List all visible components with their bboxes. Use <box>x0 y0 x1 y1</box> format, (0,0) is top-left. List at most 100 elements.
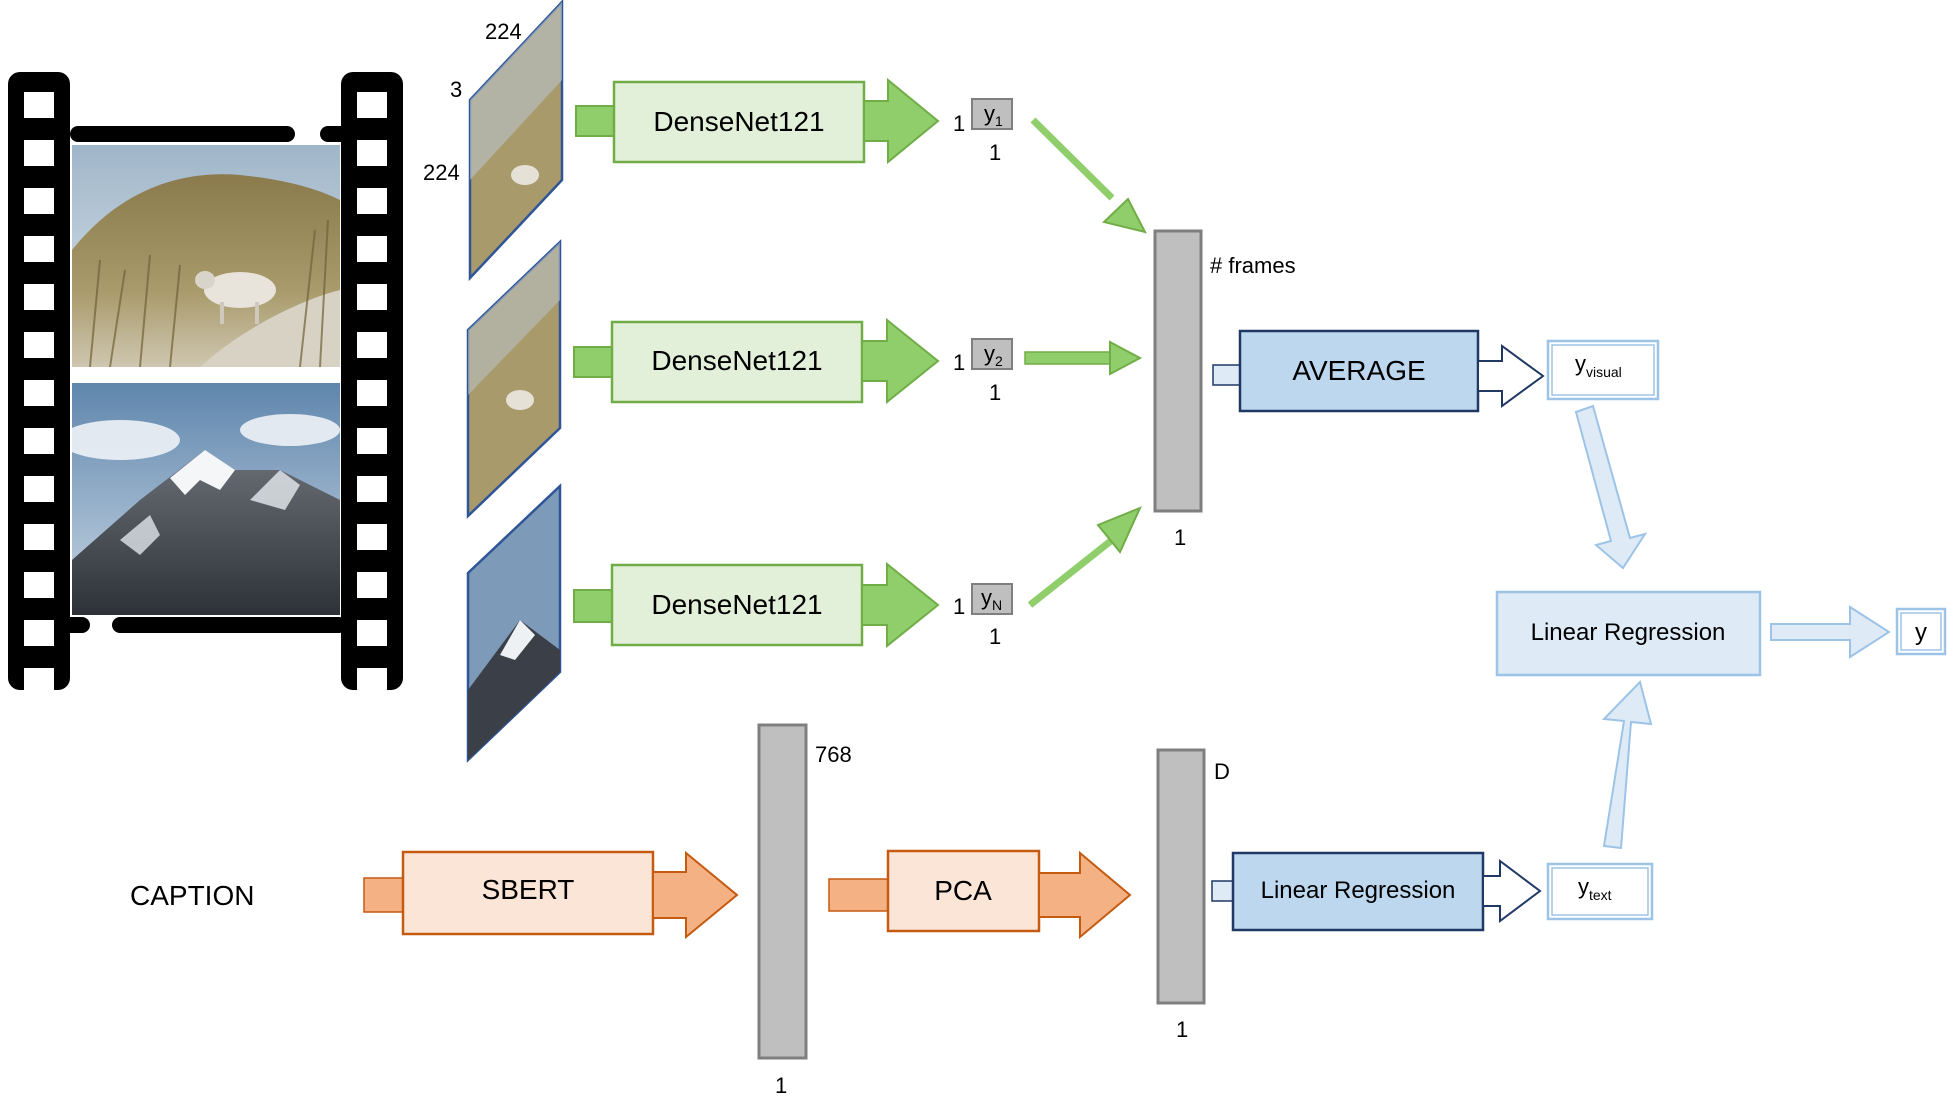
sprocket-hole <box>24 140 54 166</box>
y-text-box <box>1546 862 1654 921</box>
yn-output-box <box>971 583 1013 615</box>
frames-bar-top-label: # frames <box>1210 253 1296 278</box>
sheep-in-dunes-photo <box>72 145 340 367</box>
sprocket-hole <box>357 284 387 310</box>
sprocket-hole <box>357 572 387 598</box>
densenet-label: DenseNet121 <box>651 345 822 376</box>
arrow-stub <box>828 878 889 912</box>
sprocket-hole <box>24 236 54 262</box>
right-arrow <box>863 77 940 165</box>
sprocket-hole <box>24 92 54 118</box>
sprocket-hole <box>357 668 387 694</box>
right-arrow <box>652 850 739 940</box>
y-visual-to-regression-arrow <box>1574 404 1648 570</box>
pca-label: PCA <box>934 875 992 906</box>
frame-width-label: 224 <box>485 19 522 44</box>
yn-dim-below: 1 <box>989 624 1001 649</box>
y-visual-box <box>1546 339 1660 401</box>
arrow-stub <box>363 877 404 913</box>
densenet-row-1: DenseNet121 1 y1 1 <box>575 77 1013 165</box>
sprocket-hole <box>24 620 54 646</box>
film-strip-icon <box>8 72 403 694</box>
right-arrow <box>1477 344 1545 408</box>
arrow-stub <box>1212 364 1241 386</box>
y2-dim-left: 1 <box>953 350 965 375</box>
densenet-box <box>610 320 864 404</box>
sprocket-hole <box>24 188 54 214</box>
frames-feature-bar <box>1153 229 1203 513</box>
fusion-regression-label: Linear Regression <box>1531 619 1726 646</box>
right-arrow <box>861 561 940 649</box>
sprocket-hole <box>357 524 387 550</box>
right-arrow <box>1038 850 1132 940</box>
snowy-mountain-photo <box>72 383 340 615</box>
text-regression-label: Linear Regression <box>1261 877 1456 904</box>
sbert-embedding-bar <box>757 723 808 1060</box>
yn-label: yN <box>981 585 1002 613</box>
sbert-bar-top-label: 768 <box>815 742 852 767</box>
densenet-label: DenseNet121 <box>653 106 824 137</box>
frame-thumbnail-1 <box>468 0 564 282</box>
sbert-box <box>401 850 655 936</box>
y1-dim-left: 1 <box>953 111 965 136</box>
sbert-label: SBERT <box>482 874 575 905</box>
pca-bar-bottom-label: 1 <box>1176 1017 1188 1042</box>
densenet-row-2: DenseNet121 1 y2 1 <box>573 317 1013 405</box>
pca-feature-bar <box>1156 748 1206 1005</box>
sprocket-hole <box>24 668 54 694</box>
arrow-stub <box>575 105 615 137</box>
y1-dim-below: 1 <box>989 140 1001 165</box>
sprocket-hole <box>24 284 54 310</box>
average-label: AVERAGE <box>1292 355 1425 386</box>
right-arrow <box>1770 605 1891 659</box>
y2-output-box <box>971 338 1013 370</box>
pca-box <box>886 849 1041 933</box>
sprocket-hole <box>357 476 387 502</box>
sprocket-hole <box>24 332 54 358</box>
sbert-bar-bottom-label: 1 <box>775 1073 787 1098</box>
sprocket-hole <box>24 476 54 502</box>
caption-label: CAPTION <box>130 880 254 911</box>
yn-to-frames-arrow <box>1027 506 1142 608</box>
sprocket-hole <box>24 380 54 406</box>
densenet-label: DenseNet121 <box>651 589 822 620</box>
pca-bar-top-label: D <box>1214 759 1230 784</box>
arrow-stub <box>573 346 613 378</box>
y2-to-frames-arrow <box>1024 340 1143 376</box>
sprocket-hole <box>357 428 387 454</box>
y-visual-label: yvisual <box>1575 351 1622 380</box>
y1-to-frames-arrow <box>1030 117 1147 234</box>
sprocket-hole <box>357 140 387 166</box>
right-arrow <box>861 317 940 405</box>
right-arrow <box>1482 859 1542 923</box>
y-text-label: ytext <box>1578 874 1612 903</box>
yn-dim-left: 1 <box>953 594 965 619</box>
frame-height-label: 224 <box>423 160 460 185</box>
y1-output-box <box>971 98 1013 130</box>
frames-bar-bottom-label: 1 <box>1174 525 1186 550</box>
sprocket-hole <box>357 92 387 118</box>
sprocket-hole <box>24 572 54 598</box>
frame-channels-label: 3 <box>450 77 462 102</box>
sprocket-hole <box>357 380 387 406</box>
y-text-to-regression-arrow <box>1601 680 1653 850</box>
sprocket-hole <box>24 428 54 454</box>
sprocket-hole <box>357 332 387 358</box>
sprocket-hole <box>24 524 54 550</box>
arrow-stub <box>573 589 613 623</box>
text-regression-box <box>1231 851 1485 932</box>
final-output-label: y <box>1915 619 1927 646</box>
y2-dim-below: 1 <box>989 380 1001 405</box>
sprocket-hole <box>357 188 387 214</box>
final-output-box <box>1895 607 1947 656</box>
y1-label: y1 <box>984 101 1003 129</box>
frame-thumbnail-2 <box>466 239 562 519</box>
sprocket-hole <box>357 620 387 646</box>
sprocket-hole <box>357 236 387 262</box>
y2-label: y2 <box>984 341 1003 369</box>
fusion-regression-box <box>1495 590 1762 677</box>
densenet-row-3: DenseNet121 1 yN 1 <box>573 561 1013 649</box>
frame-thumbnail-3 <box>466 483 562 763</box>
arrow-stub <box>1211 880 1234 902</box>
